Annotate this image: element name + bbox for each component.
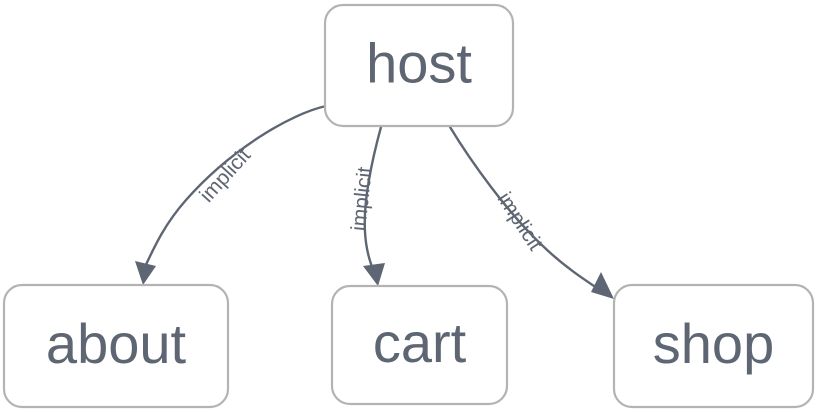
edge-host-shop[interactable]: implicit [448, 125, 614, 299]
node-cart-box[interactable] [330, 284, 509, 406]
edge-host-cart-arrowhead [363, 263, 385, 286]
node-host-box[interactable] [323, 3, 515, 128]
edge-host-cart-path [363, 125, 383, 274]
edge-host-shop-arrowhead [591, 272, 614, 299]
edge-host-cart-label: implicit [347, 166, 377, 232]
edge-host-about-label: implicit [195, 144, 255, 207]
node-shop[interactable]: shop [612, 283, 815, 409]
edge-host-cart[interactable]: implicit [347, 125, 385, 286]
node-shop-label: shop [653, 312, 774, 375]
node-cart-label: cart [373, 311, 467, 374]
node-about-label: about [46, 312, 187, 375]
nodes-layer: host about cart shop [2, 3, 815, 409]
edge-host-about-arrowhead [135, 261, 156, 285]
node-host-label: host [366, 31, 472, 94]
node-host[interactable]: host [323, 3, 515, 128]
node-cart[interactable]: cart [330, 284, 509, 406]
edge-host-about[interactable]: implicit [135, 104, 328, 285]
edge-host-shop-label: implicit [493, 188, 547, 254]
node-shop-box[interactable] [612, 283, 815, 409]
edge-host-shop-path [448, 125, 602, 292]
edge-host-about-path [141, 104, 328, 273]
node-about-box[interactable] [2, 283, 230, 409]
node-about[interactable]: about [2, 283, 230, 409]
edges-layer: implicit implicit implicit [135, 104, 614, 299]
